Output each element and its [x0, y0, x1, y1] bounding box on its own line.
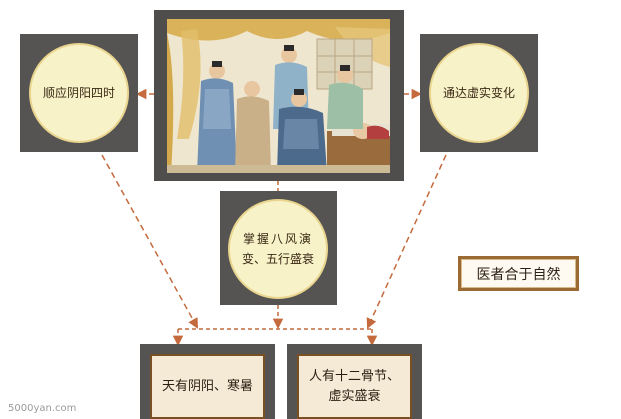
center-concept-line-1: 掌握八风演 — [242, 232, 313, 246]
arrow-right-diagonal — [366, 154, 447, 329]
bottom-right-line-2: 虚实盛衰 — [328, 388, 381, 404]
right-concept-label: 通达虚实变化 — [442, 86, 515, 100]
left-concept-circle: 顺应阴阳四时 — [29, 43, 129, 143]
diagram-title: 医者合于自然 — [458, 256, 579, 291]
bottom-left-label: 天有阴阳、寒暑 — [161, 378, 253, 394]
physicians-illustration — [167, 19, 390, 173]
bottom-left-panel: 天有阴阳、寒暑 — [150, 354, 265, 419]
center-concept-line-2: 变、五行盛衰 — [241, 252, 314, 266]
bottom-right-line-1: 人有十二骨节、 — [308, 368, 400, 384]
diagram-title-text: 医者合于自然 — [476, 266, 561, 283]
right-concept-box: 通达虚实变化 — [420, 34, 538, 152]
bottom-right-box: 人有十二骨节、 虚实盛衰 — [287, 344, 422, 419]
center-concept-box: 掌握八风演 变、五行盛衰 — [220, 191, 337, 305]
left-concept-box: 顺应阴阳四时 — [20, 34, 138, 152]
watermark: 5000yan.com — [8, 403, 77, 414]
center-concept-circle: 掌握八风演 变、五行盛衰 — [228, 199, 328, 299]
bottom-right-panel: 人有十二骨节、 虚实盛衰 — [297, 354, 412, 419]
left-concept-label: 顺应阴阳四时 — [42, 86, 115, 100]
bottom-left-box: 天有阴阳、寒暑 — [140, 344, 275, 419]
arrow-left-diagonal — [101, 154, 199, 329]
illustration-frame — [154, 10, 404, 181]
right-concept-circle: 通达虚实变化 — [429, 43, 529, 143]
